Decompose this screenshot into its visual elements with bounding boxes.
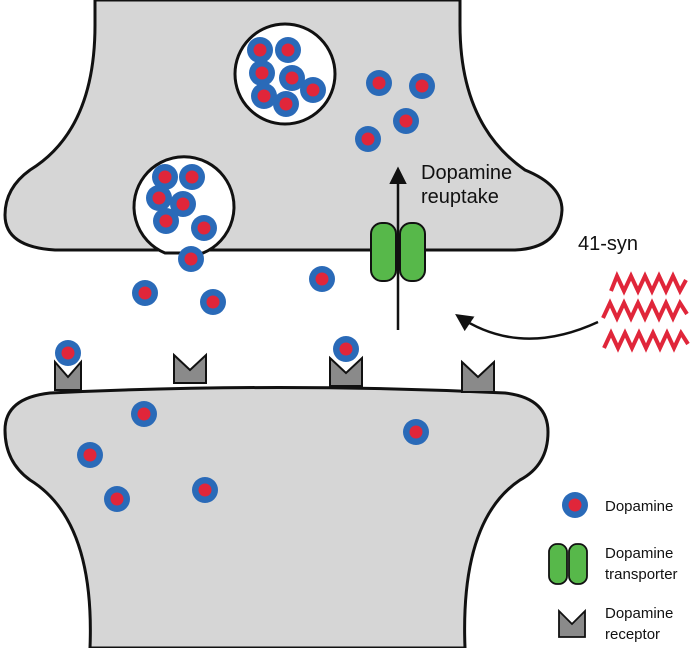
- dopamine-transporter: [370, 222, 426, 282]
- dopamine-receptors: [54, 352, 495, 393]
- legend-dopamine-label: Dopamine: [605, 498, 673, 515]
- legend-receptor-icon: [558, 608, 586, 638]
- legend: Dopamine Dopamine transporter Dopamine r…: [548, 492, 678, 643]
- legend-transporter-label-line2: transporter: [605, 566, 678, 583]
- legend-dopamine-icon: [562, 492, 588, 518]
- reuptake-label-line1: Dopamine: [421, 162, 512, 184]
- legend-transporter-label-line1: Dopamine: [605, 545, 673, 562]
- postsynaptic-neuron: [3, 386, 550, 648]
- legend-transporter-icon: [548, 543, 588, 585]
- receptor-2: [173, 352, 207, 384]
- receptor-3: [329, 355, 363, 387]
- reuptake-label-line2: reuptake: [421, 186, 499, 208]
- synuclein-squiggles: [601, 270, 690, 353]
- legend-receptor-label-line1: Dopamine: [605, 605, 673, 622]
- syn-label: 41-syn: [578, 233, 638, 255]
- cleft-dopamine: [132, 246, 335, 315]
- receptor-4: [461, 359, 495, 393]
- legend-receptor-label-line2: receptor: [605, 626, 660, 643]
- inhibition-arrow: [455, 314, 599, 340]
- receptor-1: [54, 359, 82, 391]
